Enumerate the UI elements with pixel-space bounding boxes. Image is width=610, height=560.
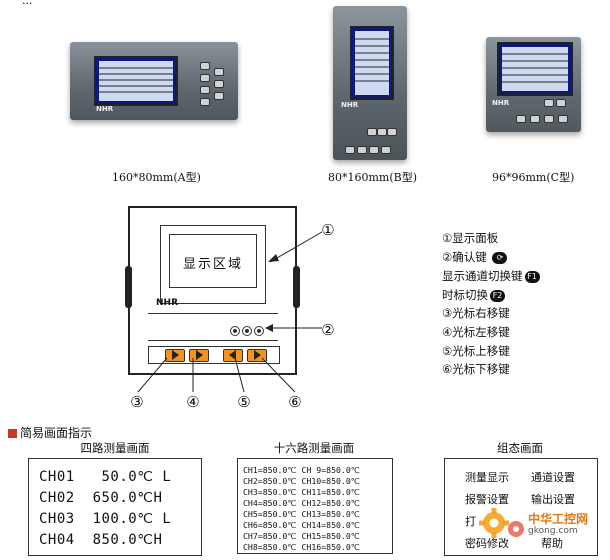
callout-4: ④ (186, 393, 200, 411)
four-channel-row: CH03 100.0℃ L (39, 511, 172, 527)
menu-item-channel: 通道设置 (531, 471, 575, 484)
menu-item-output: 输出设置 (531, 493, 575, 506)
menu-item-alarm: 报警设置 (465, 493, 509, 506)
sixteen-channel-title: 十六路测量画面 (273, 441, 355, 455)
four-channel-row: CH01 50.0℃ L (39, 469, 172, 485)
menu-item-print: 打 (465, 515, 476, 528)
four-channel-row: CH02 650.0℃H (39, 490, 163, 506)
panel-brand: NHR (156, 298, 178, 308)
f2-key-icon: F2 (490, 289, 505, 302)
sixteen-channel-row: CH2=850.0℃ CH10=850.0℃ (243, 476, 360, 486)
f1-key-icon: F1 (524, 270, 540, 283)
device-a-lcd (94, 56, 178, 106)
cursor-key-row (148, 346, 280, 364)
refresh-icon: ⟳ (492, 251, 508, 264)
legend-item-6: ④光标左移键 (442, 325, 510, 339)
device-b-caption: 80*160mm(B型) (328, 171, 418, 184)
sixteen-channel-row: CH8=850.0℃ CH16=850.0℃ (243, 542, 360, 552)
watermark-text: 中华工控网 (528, 512, 589, 526)
callout-3: ③ (130, 393, 144, 411)
display-panel-frame: 显示区域 (160, 225, 266, 304)
device-a-caption: 160*80mm(A型) (112, 171, 201, 184)
legend-item-7: ⑤光标上移键 (442, 344, 510, 358)
menu-item-password: 密码修改 (465, 537, 509, 550)
confirm-keys (230, 326, 270, 336)
device-c-photo: NHR (486, 37, 581, 132)
callout-2: ② (321, 321, 335, 339)
callout-5: ⑤ (237, 393, 251, 411)
device-b-photo: NHR (333, 6, 407, 160)
header-fragment: ... (22, 0, 33, 7)
callout-1: ① (321, 221, 335, 239)
legend-item-2: ②确认键 ⟳ (442, 249, 508, 265)
device-c-caption: 96*96mm(C型) (492, 171, 575, 184)
legend-item-8: ⑥光标下移键 (442, 362, 510, 376)
device-a-brand: NHR (96, 105, 114, 113)
legend-item-5: ③光标右移键 (442, 306, 510, 320)
device-b-brand: NHR (341, 101, 359, 109)
device-c-brand: NHR (492, 99, 510, 107)
device-a-photo: NHR (70, 42, 238, 120)
config-screen: 测量显示 通道设置 报警设置 输出设置 打 密码修改 帮助 (444, 458, 598, 556)
four-channel-row: CH04 850.0℃H (39, 532, 163, 548)
four-channel-title: 四路测量画面 (80, 441, 150, 455)
sixteen-channel-screen: CH1=850.0℃ CH 9=850.0℃ CH2=850.0℃ CH10=8… (237, 458, 393, 554)
config-title: 组态画面 (497, 441, 543, 455)
section-title: 简易画面指示 (8, 424, 92, 441)
sixteen-channel-row: CH1=850.0℃ CH 9=850.0℃ (243, 465, 360, 475)
watermark-url: gkong.com (528, 526, 578, 536)
gear-logo-icon (479, 508, 524, 538)
sixteen-channel-row: CH7=850.0℃ CH15=850.0℃ (243, 531, 360, 541)
four-channel-screen: CH01 50.0℃ L CH02 650.0℃H CH03 100.0℃ L … (28, 458, 202, 556)
device-b-lcd (350, 26, 394, 100)
device-c-lcd (497, 42, 573, 96)
sixteen-channel-row: CH5=850.0℃ CH13=850.0℃ (243, 509, 360, 519)
menu-item-help: 帮助 (541, 537, 563, 550)
sixteen-channel-row: CH3=850.0℃ CH11=850.0℃ (243, 487, 360, 497)
sixteen-channel-row: CH6=850.0℃ CH14=850.0℃ (243, 520, 360, 530)
display-area-label: 显示区域 (182, 257, 243, 272)
menu-item-measure: 测量显示 (465, 471, 509, 484)
callout-6: ⑥ (288, 393, 302, 411)
legend-item-1: ①显示面板 (442, 231, 499, 245)
bullet-square-icon (8, 429, 17, 438)
sixteen-channel-row: CH4=850.0℃ CH12=850.0℃ (243, 498, 360, 508)
panel-diagram: 显示区域 NHR (125, 206, 300, 375)
